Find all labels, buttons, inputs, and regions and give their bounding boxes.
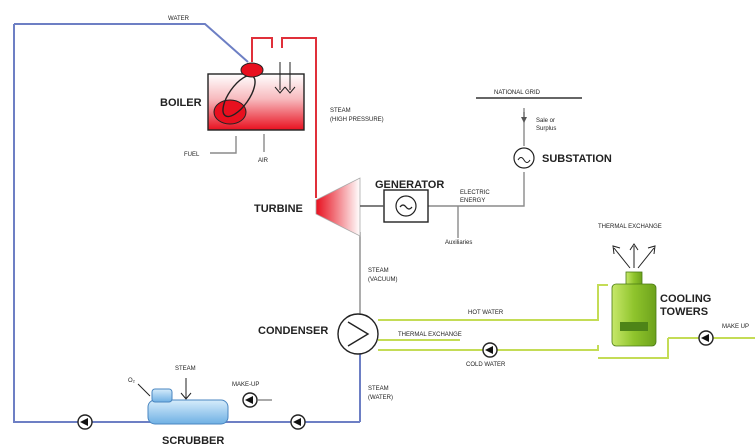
towers-label: TOWERS xyxy=(660,306,708,318)
steam-scrubber-label: STEAM xyxy=(175,366,196,372)
transformer-icon xyxy=(513,147,535,169)
turbine xyxy=(315,177,361,237)
substation-label: SUBSTATION xyxy=(542,153,612,165)
water-label: WATER xyxy=(168,16,190,22)
steam-water-sub-label: (WATER) xyxy=(368,395,393,401)
fuel-line xyxy=(210,136,237,154)
cold-water-pipe xyxy=(378,345,599,351)
sale-label: Sale or xyxy=(536,118,555,124)
hot-water-label: HOT WATER xyxy=(468,310,504,316)
steam-high-pressure-label: (HIGH PRESSURE) xyxy=(330,117,384,123)
pump-icon xyxy=(698,330,714,346)
air-label: AIR xyxy=(258,158,269,164)
electric-label: ELECTRIC xyxy=(460,190,490,196)
scrubber-label: SCRUBBER xyxy=(162,435,224,447)
pump-icon xyxy=(290,414,306,430)
cold-water-label: COLD WATER xyxy=(466,362,506,368)
steam-high-label: STEAM xyxy=(330,108,351,114)
boiler-label: BOILER xyxy=(160,97,202,109)
steam-pipe-high xyxy=(281,37,317,198)
tower-bottom-pipe xyxy=(598,338,669,359)
feedwater-pipe xyxy=(13,23,360,423)
thermal-exchange-mid-label: THERMAL EXCHANGE xyxy=(398,332,462,338)
steam-vacuum-label: STEAM xyxy=(368,268,389,274)
pump-icon xyxy=(482,342,498,358)
make-up-right-label: MAKE UP xyxy=(722,324,749,330)
pump-icon xyxy=(77,414,93,430)
energy-label: ENERGY xyxy=(460,198,485,204)
thermal-exchange-top-label: THERMAL EXCHANGE xyxy=(598,224,662,230)
cooling-label: COOLING xyxy=(660,293,711,305)
scrubber xyxy=(137,378,229,425)
electric-line xyxy=(428,172,525,207)
pump-icon xyxy=(242,392,258,408)
generator xyxy=(360,189,429,223)
hot-water-pipe xyxy=(378,284,608,321)
steam-vacuum-sub-label: (VACUUM) xyxy=(368,277,398,283)
steam-water-label: STEAM xyxy=(368,386,389,392)
boiler xyxy=(207,62,305,131)
generator-label: GENERATOR xyxy=(375,179,444,191)
chevron-icon xyxy=(347,321,370,347)
turbine-label: TURBINE xyxy=(254,203,303,215)
surplus-label: Surplus xyxy=(536,126,556,132)
fuel-label: FUEL xyxy=(184,152,200,158)
make-up-label: MAKE-UP xyxy=(232,382,259,388)
cooling-tower xyxy=(611,243,657,347)
auxiliaries-label: Auxiliaries xyxy=(445,240,472,246)
national-grid-label: NATIONAL GRID xyxy=(494,90,541,96)
steam-pipe xyxy=(251,37,273,62)
tilde-icon xyxy=(399,204,413,210)
condenser xyxy=(337,313,379,355)
condenser-label: CONDENSER xyxy=(258,325,328,337)
o2-label: O₂ xyxy=(128,378,136,384)
